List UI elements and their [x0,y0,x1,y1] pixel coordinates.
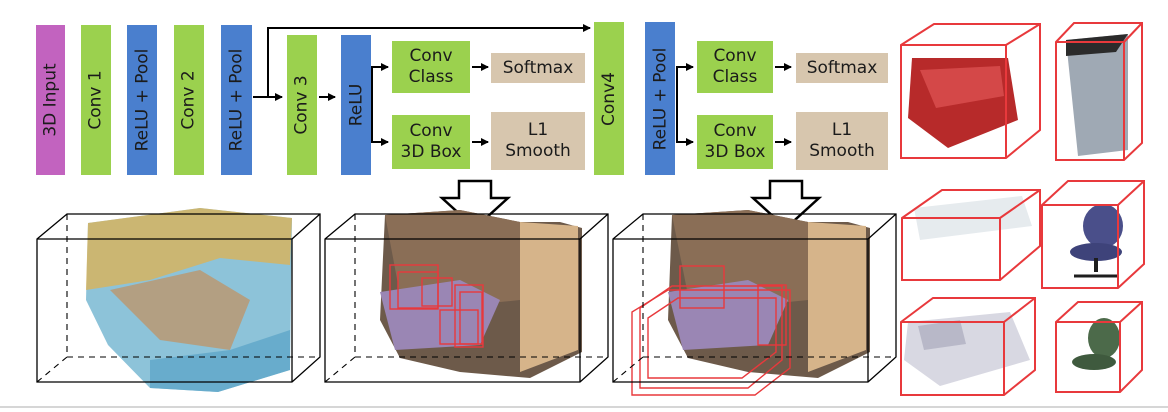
conv4-block: Conv4 [594,22,624,175]
conv-class-1-line2: Class [408,67,454,87]
softmax-block-1: Softmax [491,53,585,83]
l1-smooth-block-1: L1 Smooth [491,112,585,170]
voxel-furniture-region [110,270,250,350]
conv-3dbox-2-line1: Conv [713,121,757,141]
conv-class-block-1: Conv Class [392,41,470,93]
example-small-chair [1055,301,1143,393]
conv3-block: Conv 3 [287,35,317,175]
conv-3dbox-block-2: Conv 3D Box [697,115,773,169]
conv-class-2-line1: Conv [713,46,757,66]
example-armchair [900,23,1041,159]
scene-detections-panel [612,210,897,396]
l1-2-line2: Smooth [809,141,875,161]
room-door [520,222,578,372]
object-examples [900,22,1145,396]
conv-class-2-line2: Class [712,67,758,87]
softmax-block-2: Softmax [796,53,888,83]
arrow-pool3-to-class [676,63,694,97]
relu-pool-2-block: ReLU + Pool [221,25,252,175]
conv-3dbox-block-1: Conv 3D Box [392,115,470,169]
conv-3dbox-1-line2: 3D Box [400,142,462,162]
example-table [901,189,1041,281]
voxel-floor-region [150,330,290,392]
voxel-wall-region [86,208,292,290]
l1-1-line2: Smooth [505,141,571,161]
conv-3dbox-1-line1: Conv [409,121,453,141]
l1-2-line1: L1 [831,120,853,140]
arrow-pool3-to-box [676,97,694,146]
conv-3dbox-2-line2: 3D Box [704,142,766,162]
room-wall [385,210,520,305]
arrow-relu-to-class [371,63,389,97]
hollow-down-arrow-1 [438,179,512,230]
softmax-1-label: Softmax [502,57,574,78]
relu-block: ReLU [341,35,371,175]
skip-connection-arrow [267,24,591,97]
softmax-2-label: Softmax [806,57,878,78]
hollow-down-arrow-2 [749,179,823,230]
input-3d-block: 3D Input [36,25,65,175]
conv-class-1-line1: Conv [409,46,453,66]
l1-1-line1: L1 [527,120,549,140]
voxel-scene-panel [36,208,321,392]
room-wall-2 [672,210,808,305]
conv1-block: Conv 1 [81,25,111,175]
detection-boxes [631,265,791,396]
example-office-chair [1041,180,1145,289]
example-cabinet [1055,22,1143,161]
relu-pool-3-block: ReLU + Pool [645,22,675,175]
conv-class-block-2: Conv Class [697,41,773,93]
scene-proposals-panel [324,210,609,383]
example-bed [900,297,1036,396]
arrow-relu-to-box [371,97,389,146]
bottom-divider [0,406,1168,408]
proposal-boxes [389,264,484,348]
conv2-block: Conv 2 [174,25,204,175]
room-door-2 [808,222,866,372]
relu-pool-1-block: ReLU + Pool [127,25,157,175]
l1-smooth-block-2: L1 Smooth [796,112,888,170]
